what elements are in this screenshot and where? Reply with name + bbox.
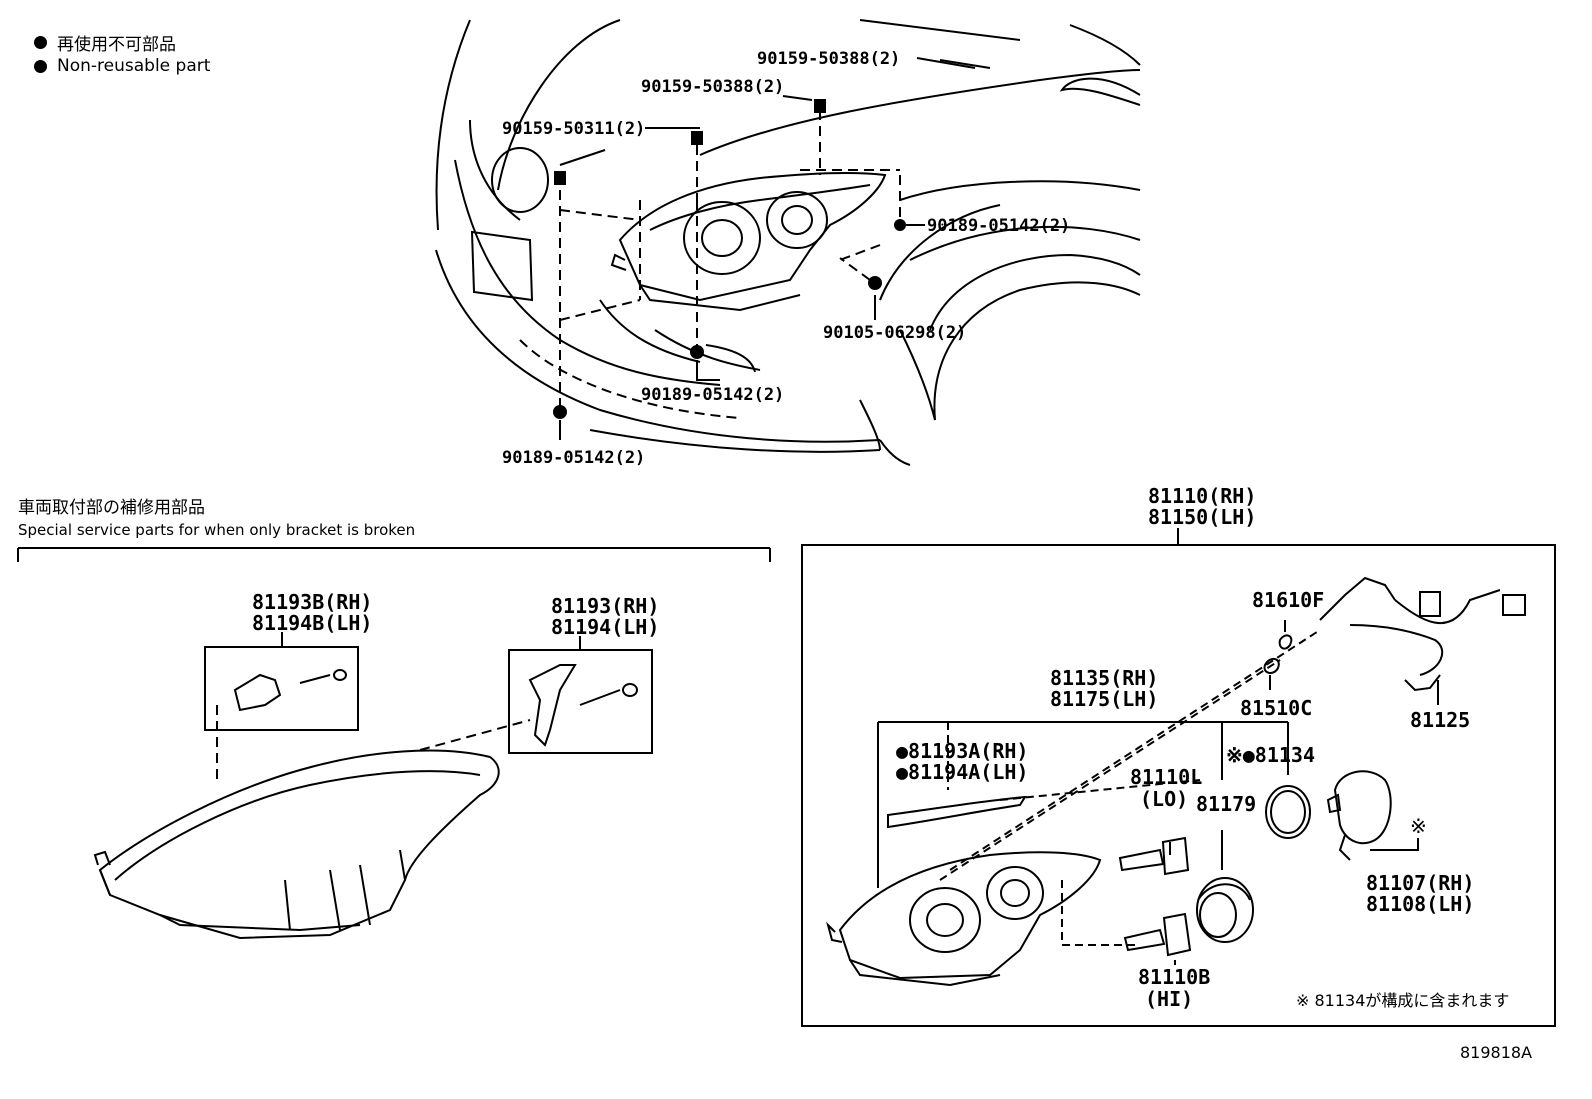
label-81110-rh: 81110(RH) [1148,484,1257,508]
top-leader-lines [559,110,901,410]
label-81194a-lh: ●81194A(LH) [896,760,1029,784]
label-81510c: 81510C [1240,696,1313,720]
vehicle-front-outline [435,19,1141,466]
bracket-b-box [204,632,359,731]
headlamp-mounted-drawing [610,172,887,312]
label-81125: 81125 [1410,708,1471,732]
label-81610f: 81610F [1252,588,1325,612]
actuator-drawing [1326,770,1419,861]
label-81179: 81179 [1196,792,1257,816]
legend-jp-text: 再使用不可部品 [57,35,176,55]
label-81193-rh: 81193(RH) [551,594,660,618]
actuator-note-mark: ※ [1410,814,1427,838]
service-parts-title-en: Special service parts for when only brac… [18,521,416,539]
legend-en-text: Non-reusable part [57,56,211,76]
label-81175-lh: 81175(LH) [1050,687,1159,711]
figure-id: 819818A [1460,1043,1533,1062]
label-90159-50311: 90159-50311(2) [502,119,646,139]
label-81110l: 81110L [1130,765,1203,789]
label-81193a-rh: ●81193A(RH) [896,739,1029,763]
assembly-leader-lines [939,629,1321,946]
label-81110b: 81110B [1138,965,1211,989]
harness-drawing [1263,576,1526,705]
oring-drawing [1265,740,1311,839]
label-90159-50388-left: 90159-50388(2) [641,77,785,97]
label-90105-06298: 90105-06298(2) [823,323,967,343]
label-81107-rh: 81107(RH) [1366,871,1475,895]
label-90159-50388-right: 90159-50388(2) [757,49,901,69]
label-81108-lh: 81108(LH) [1366,892,1475,916]
label-81150-lh: 81150(LH) [1148,505,1257,529]
legend-non-reusable-jp: 再使用不可部品 [34,30,176,55]
headlamp-assembly-drawing [826,851,1102,987]
service-parts-bracket-line [17,547,771,562]
label-90189-05142-bottom: 90189-05142(2) [502,448,646,468]
bracket-box [508,636,653,754]
label-lo-tag: (LO) [1140,787,1189,811]
filled-dot-icon [34,59,47,73]
label-hi-tag: (HI) [1145,987,1194,1011]
label-81194-lh: 81194(LH) [551,615,660,639]
headlamp-large-drawing [93,749,500,940]
label-81194b-lh: 81194B(LH) [252,611,373,635]
label-81134: ※●81134 [1226,743,1316,767]
footnote-81134-included: ※ 81134が構成に含まれます [1296,991,1510,1010]
service-parts-title-jp: 車両取付部の補修用部品 [18,498,205,518]
top-leader-solid [559,57,976,440]
top-fasteners [553,99,906,419]
label-81193b-rh: 81193B(RH) [252,590,373,614]
legend-non-reusable-en: Non-reusable part [34,56,210,76]
filled-dot-icon [34,36,47,49]
label-90189-05142-center: 90189-05142(2) [641,385,785,405]
label-90189-05142-side: 90189-05142(2) [927,216,1071,236]
label-81135-rh: 81135(RH) [1050,666,1159,690]
housing-bracket [877,721,1289,888]
service-leader-lines [216,705,531,780]
seal-strip [887,795,1027,829]
bulbs-drawing [1118,836,1192,965]
assembly-frame [801,528,1556,1027]
cap-drawing [1196,830,1254,943]
